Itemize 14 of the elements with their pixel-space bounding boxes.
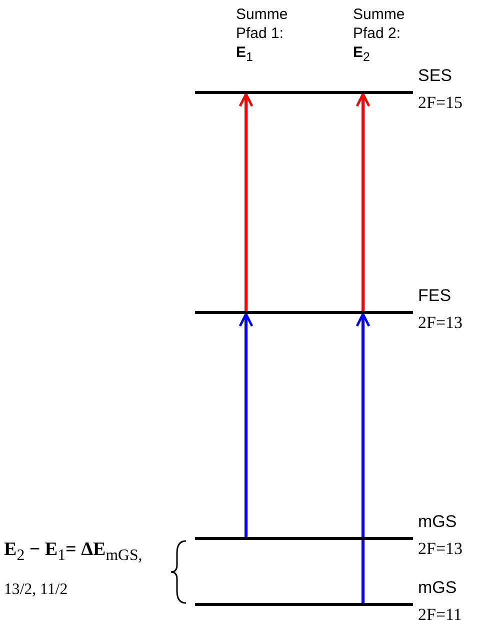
level-term: 2F=13 (418, 539, 463, 559)
level-name: mGS (418, 512, 457, 532)
transition-arrow (238, 312, 254, 537)
level-term: 2F=13 (418, 313, 463, 333)
level-term: 2F=11 (418, 605, 462, 625)
transition-arrow (356, 92, 370, 311)
path-heading: Summe Pfad 2: E$_{2}$ (353, 5, 406, 66)
path-heading: Summe Pfad 1: E$_{1}$ (236, 5, 289, 66)
transition-arrow (356, 312, 370, 603)
transition-arrow (238, 92, 254, 311)
level-name: mGS (418, 578, 457, 598)
level-name: FES (418, 286, 452, 306)
level-term: 2F=15 (418, 93, 463, 113)
level-name: SES (418, 66, 452, 86)
